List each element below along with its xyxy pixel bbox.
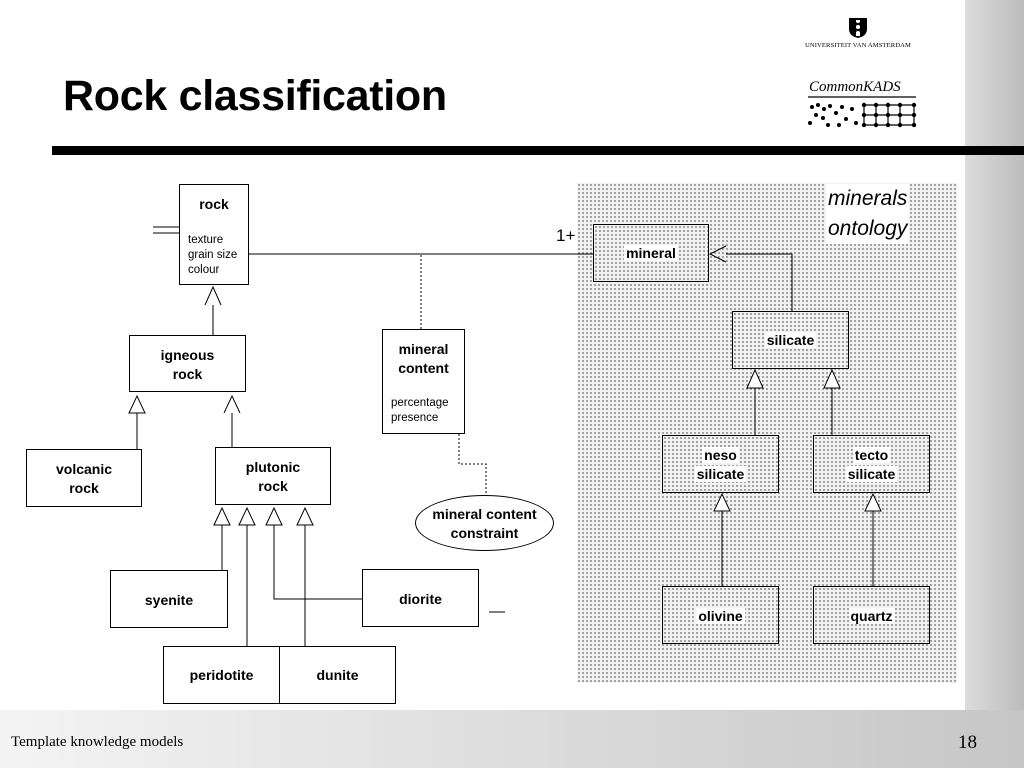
footer-text: Template knowledge models xyxy=(11,734,184,750)
class-name-line1: tecto xyxy=(852,447,891,463)
class-name: diorite xyxy=(399,591,442,607)
attribute-grain-size: grain size xyxy=(188,249,238,261)
class-syenite: syenite xyxy=(110,570,228,628)
class-olivine: olivine xyxy=(662,586,779,644)
constraint-line1: mineral content xyxy=(432,506,537,522)
class-peridotite: peridotite xyxy=(163,646,280,704)
university-name: Universiteit van Amsterdam xyxy=(805,42,911,49)
class-diorite: diorite xyxy=(362,569,479,627)
class-quartz: quartz xyxy=(813,586,930,644)
class-name: silicate xyxy=(764,332,817,348)
class-name-line2: rock xyxy=(69,480,99,496)
class-name-line1: mineral xyxy=(398,341,449,357)
class-name-line1: igneous xyxy=(160,347,215,363)
class-name-line2: content xyxy=(398,360,449,376)
ontology-label-line1: minerals xyxy=(826,184,910,214)
class-name-line2: silicate xyxy=(845,466,898,482)
class-name: dunite xyxy=(316,667,359,683)
class-igneous-rock: igneous rock xyxy=(129,335,246,392)
class-name: quartz xyxy=(848,608,895,624)
class-name-line2: silicate xyxy=(694,466,747,482)
commonkads-logo-text: CommonKADS xyxy=(809,79,901,95)
commonkads-logo-icon xyxy=(808,96,917,128)
class-volcanic-rock: volcanic rock xyxy=(26,449,142,507)
class-name: syenite xyxy=(144,592,194,608)
slide-title: Rock classification xyxy=(63,72,447,120)
constraint-dotted-link xyxy=(458,434,487,495)
class-rock: rock texture grain size colour xyxy=(179,184,249,285)
class-silicate: silicate xyxy=(732,311,849,369)
attribute-colour: colour xyxy=(188,264,220,276)
class-name: rock xyxy=(199,196,229,212)
mineral-content-constraint: mineral content constraint xyxy=(415,495,554,551)
ontology-label: minerals ontology xyxy=(826,184,910,244)
class-mineral: mineral xyxy=(593,224,709,282)
class-name-line1: plutonic xyxy=(245,459,301,475)
right-edge-band xyxy=(965,0,1024,710)
class-mineral-content: mineral content percentage presence xyxy=(382,329,465,434)
class-tecto-silicate: tecto silicate xyxy=(813,435,930,493)
class-plutonic-rock: plutonic rock xyxy=(215,447,331,505)
university-crest-icon xyxy=(849,18,867,38)
slide-footer xyxy=(0,710,1024,768)
class-name: mineral xyxy=(624,245,678,261)
constraint-line2: constraint xyxy=(450,525,519,541)
title-rule xyxy=(52,146,1024,155)
class-name-line1: neso xyxy=(702,447,739,463)
class-name: peridotite xyxy=(189,667,254,683)
class-name-line2: rock xyxy=(258,478,288,494)
multiplicity-label: 1+ xyxy=(556,226,576,245)
class-name-line2: rock xyxy=(172,366,203,382)
class-name-line1: volcanic xyxy=(55,461,113,477)
class-dunite: dunite xyxy=(279,646,396,704)
ontology-label-line2: ontology xyxy=(826,214,910,244)
attribute-percentage: percentage xyxy=(391,397,449,409)
attribute-presence: presence xyxy=(391,412,439,424)
class-name: olivine xyxy=(696,608,745,624)
attribute-texture: texture xyxy=(188,234,224,246)
class-neso-silicate: neso silicate xyxy=(662,435,779,493)
page-number: 18 xyxy=(958,732,977,753)
